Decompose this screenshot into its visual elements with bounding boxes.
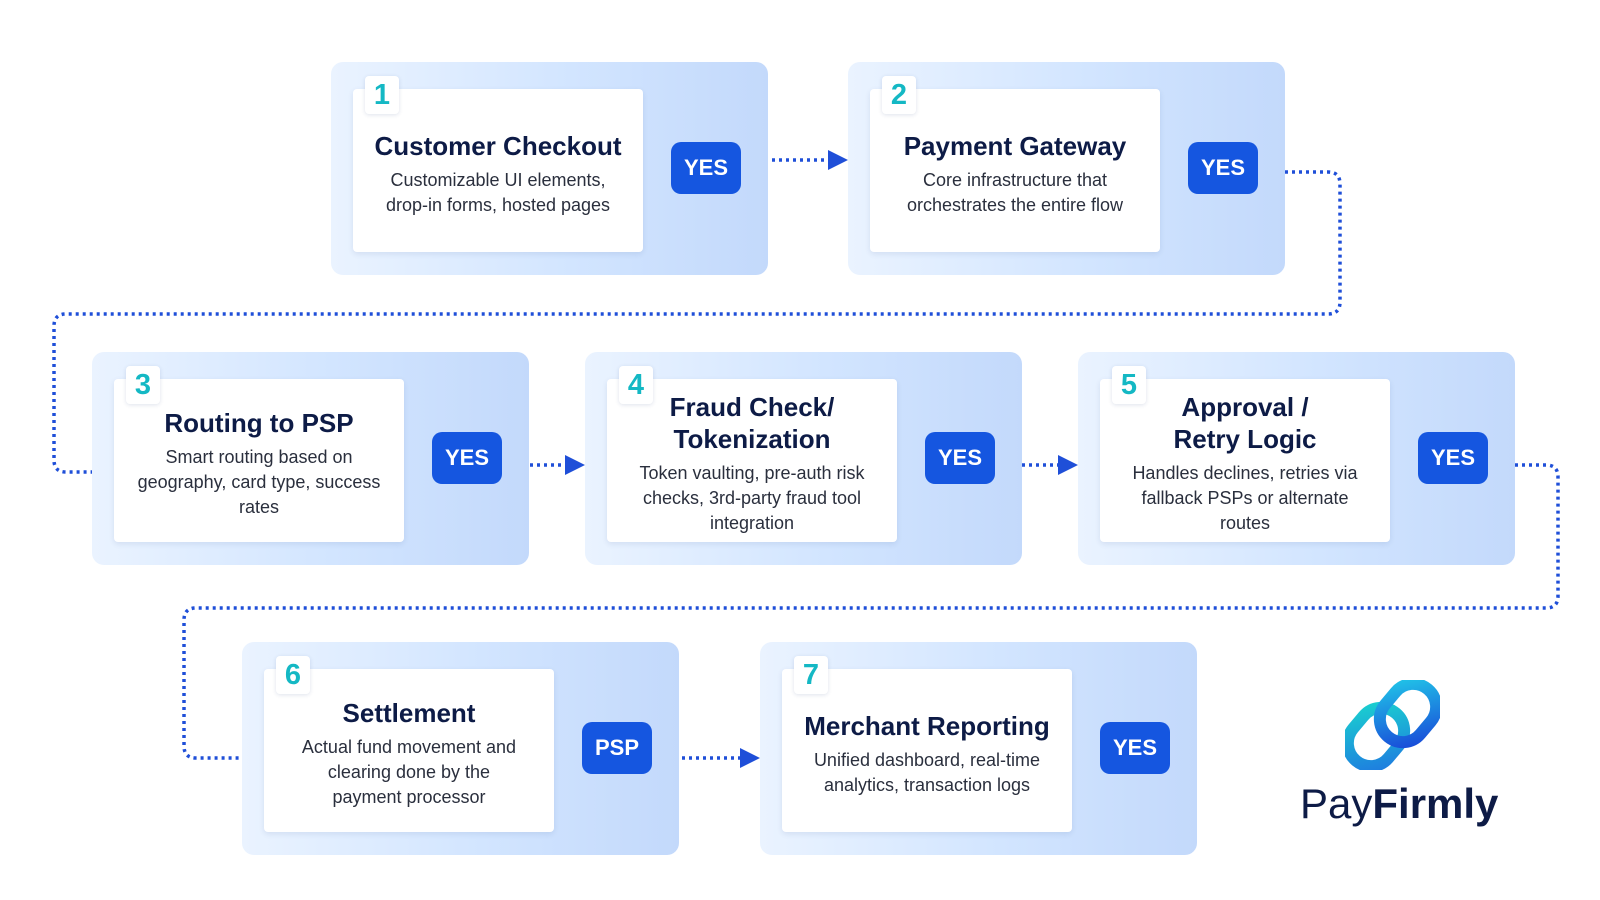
step-2-title: Payment Gateway xyxy=(903,130,1127,161)
step-5-card: 5 Approval / Retry Logic Handles decline… xyxy=(1100,366,1390,542)
brand-name-bold: Firmly xyxy=(1372,780,1499,827)
step-3-card: 3 Routing to PSP Smart routing based on … xyxy=(114,366,404,542)
step-4-title: Fraud Check/ Tokenization xyxy=(669,392,835,454)
step-4-panel: 4 Fraud Check/ Tokenization Token vaulti… xyxy=(585,352,1022,565)
step-6-title: Settlement xyxy=(342,698,476,728)
arrowhead-right-icon xyxy=(828,150,848,170)
step-1-description: Customizable UI elements, drop-in forms,… xyxy=(385,169,611,215)
step-1-panel: 1 Customer Checkout Customizable UI elem… xyxy=(331,62,768,275)
step-3-yes-badge: YES xyxy=(432,432,502,484)
chain-link-icon xyxy=(1345,680,1440,770)
arrowhead-right-icon xyxy=(740,748,760,768)
step-6-panel: 6 Settlement Actual fund movement and cl… xyxy=(242,642,679,855)
step-2-yes-badge: YES xyxy=(1188,142,1258,194)
step-6-description: Actual fund movement and clearing done b… xyxy=(301,737,517,807)
step-7-description: Unified dashboard, real-time analytics, … xyxy=(813,749,1041,795)
step-2-description: Core infrastructure that orchestrates th… xyxy=(906,169,1124,215)
brand-wordmark: PayFirmly xyxy=(1300,780,1498,828)
step-7-yes-badge: YES xyxy=(1100,722,1170,774)
step-6-card: 6 Settlement Actual fund movement and cl… xyxy=(264,656,554,832)
step-3-title: Routing to PSP xyxy=(164,408,354,438)
step-5-description: Handles declines, retries via fallback P… xyxy=(1132,463,1358,533)
step-4-card: 4 Fraud Check/ Tokenization Token vaulti… xyxy=(607,366,897,542)
step-2-card: 2 Payment Gateway Core infrastructure th… xyxy=(870,76,1160,252)
arrowhead-right-icon xyxy=(565,455,585,475)
step-1-number: 1 xyxy=(365,76,399,114)
brand-name-light: Pay xyxy=(1300,780,1373,827)
step-3-description: Smart routing based on geography, card t… xyxy=(137,447,381,517)
step-2-panel: 2 Payment Gateway Core infrastructure th… xyxy=(848,62,1285,275)
step-4-number: 4 xyxy=(619,366,653,404)
step-4-description: Token vaulting, pre-auth risk checks, 3r… xyxy=(639,463,865,533)
step-7-number: 7 xyxy=(794,656,828,694)
step-7-card: 7 Merchant Reporting Unified dashboard, … xyxy=(782,656,1072,832)
step-2-number: 2 xyxy=(882,76,916,114)
step-1-card: 1 Customer Checkout Customizable UI elem… xyxy=(353,76,643,252)
step-5-yes-badge: YES xyxy=(1418,432,1488,484)
step-1-title: Customer Checkout xyxy=(374,130,622,161)
step-7-title: Merchant Reporting xyxy=(804,710,1050,741)
step-5-title: Approval / Retry Logic xyxy=(1173,392,1317,454)
step-1-yes-badge: YES xyxy=(671,142,741,194)
step-5-number: 5 xyxy=(1112,366,1146,404)
step-6-number: 6 xyxy=(276,656,310,694)
step-4-yes-badge: YES xyxy=(925,432,995,484)
connector-5-6 xyxy=(182,463,1560,760)
step-6-psp-badge: PSP xyxy=(582,722,652,774)
arrowhead-right-icon xyxy=(1058,455,1078,475)
step-3-number: 3 xyxy=(126,366,160,404)
step-5-panel: 5 Approval / Retry Logic Handles decline… xyxy=(1078,352,1515,565)
step-3-panel: 3 Routing to PSP Smart routing based on … xyxy=(92,352,529,565)
step-7-panel: 7 Merchant Reporting Unified dashboard, … xyxy=(760,642,1197,855)
brand-logo: PayFirmly xyxy=(1300,680,1500,830)
